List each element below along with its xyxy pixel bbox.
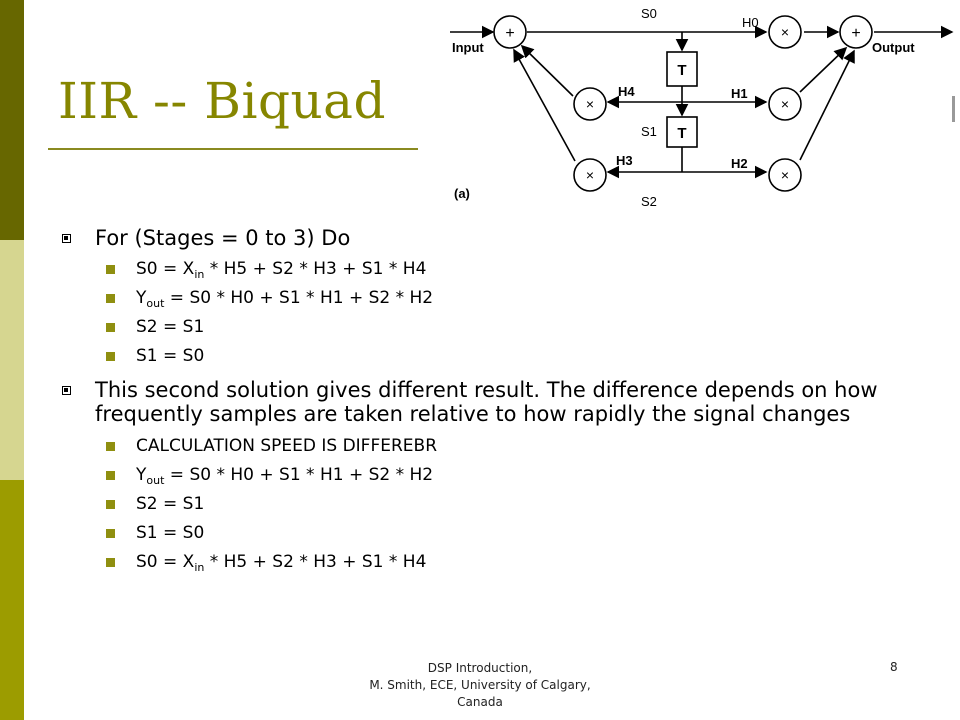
bullet-marker	[62, 386, 71, 395]
diagram-times-h0: ×	[781, 24, 789, 40]
bullet-2: This second solution gives different res…	[62, 378, 942, 426]
diagram-delay-t2: T	[677, 125, 686, 142]
bullet-2-text: This second solution gives different res…	[95, 378, 878, 426]
diagram-label-h2: H2	[731, 156, 748, 171]
diagram-label-h1: H1	[731, 86, 748, 101]
slide-footer: DSP Introduction, M. Smith, ECE, Univers…	[330, 660, 630, 711]
sub-bullet-marker	[106, 265, 115, 274]
biquad-block-diagram: + + × × × × × T T Input Output H0 H4 H1 …	[450, 6, 955, 209]
diagram-caption: (a)	[454, 186, 470, 201]
sidebar-accent	[0, 0, 24, 720]
sub-bullet-marker	[106, 323, 115, 332]
diagram-label-s1: S1	[641, 124, 657, 139]
slide-title: IIR -- Biquad	[58, 72, 386, 130]
sub-bullet-marker	[106, 471, 115, 480]
footer-line-2: M. Smith, ECE, University of Calgary,	[369, 678, 591, 692]
sub-bullet: Yout = S0 * H0 + S1 * H1 + S2 * H2	[62, 288, 942, 309]
bullet-marker	[62, 234, 71, 243]
diagram-plus-left: +	[505, 25, 514, 42]
sidebar-segment-light	[0, 240, 24, 480]
diagram-label-input: Input	[452, 40, 484, 55]
diagram-times-h1: ×	[781, 96, 789, 112]
bullet-1-text: For (Stages = 0 to 3) Do	[95, 226, 351, 250]
footer-line-3: Canada	[457, 695, 503, 709]
page-number: 8	[890, 660, 898, 674]
title-underline	[48, 148, 418, 150]
diagram-label-s0: S0	[641, 6, 657, 21]
sidebar-segment-olive	[0, 480, 24, 720]
sub-bullet-marker	[106, 558, 115, 567]
diagram-times-h4: ×	[586, 96, 594, 112]
sub-bullet-marker	[106, 442, 115, 451]
diagram-label-h4: H4	[618, 84, 635, 99]
sub-bullet: S1 = S0	[62, 523, 942, 543]
diagram-label-h0: H0	[742, 15, 759, 30]
sub-bullet: S2 = S1	[62, 317, 942, 337]
diagram-label-output: Output	[872, 40, 915, 55]
bullet-1: For (Stages = 0 to 3) Do	[62, 226, 942, 251]
sub-bullet: S2 = S1	[62, 494, 942, 514]
sub-bullet: Yout = S0 * H0 + S1 * H1 + S2 * H2	[62, 465, 942, 486]
diagram-label-s2: S2	[641, 194, 657, 209]
diagram-delay-t1: T	[677, 62, 686, 79]
sub-bullet: S0 = Xin * H5 + S2 * H3 + S1 * H4	[62, 552, 942, 573]
diagram-label-h3: H3	[616, 153, 633, 168]
sub-bullet-marker	[106, 294, 115, 303]
sub-bullet: CALCULATION SPEED IS DIFFEREBR	[62, 436, 942, 456]
sub-bullet: S1 = S0	[62, 346, 942, 366]
diagram-times-h2: ×	[781, 167, 789, 183]
diagram-edge-mark	[952, 96, 955, 122]
sub-bullet: S0 = Xin * H5 + S2 * H3 + S1 * H4	[62, 259, 942, 280]
footer-line-1: DSP Introduction,	[427, 661, 533, 675]
diagram-plus-right: +	[851, 25, 860, 42]
sub-bullet-marker	[106, 529, 115, 538]
sub-bullet-marker	[106, 352, 115, 361]
sidebar-segment-dark	[0, 0, 24, 240]
slide-body: For (Stages = 0 to 3) Do S0 = Xin * H5 +…	[62, 226, 942, 581]
sub-bullet-marker	[106, 500, 115, 509]
diagram-times-h3: ×	[586, 167, 594, 183]
